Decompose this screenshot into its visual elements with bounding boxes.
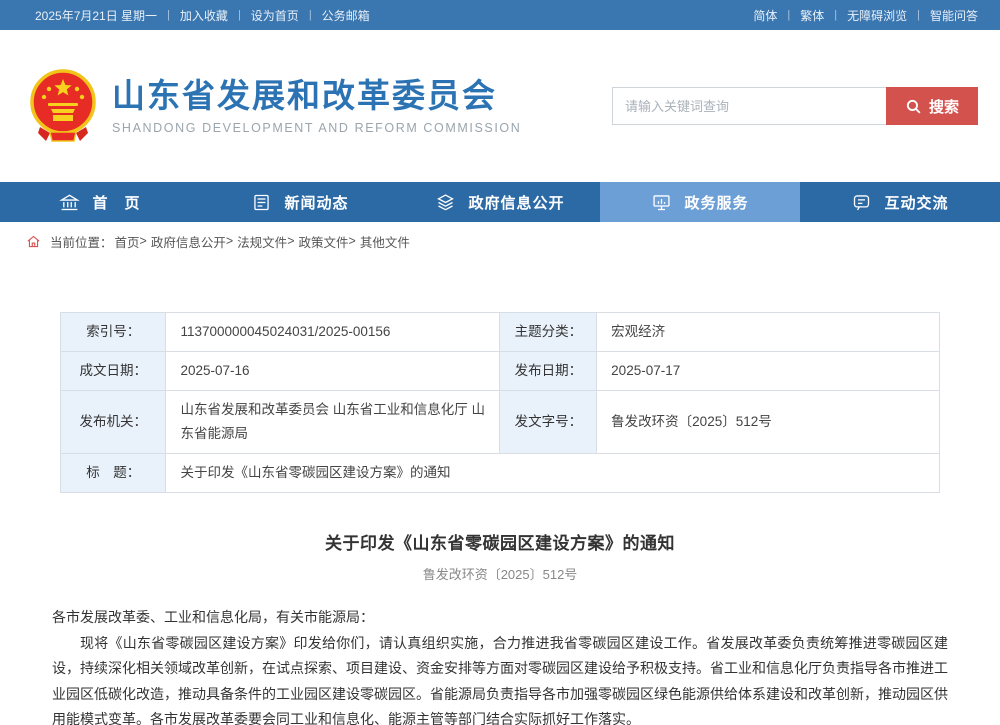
bank-icon	[59, 194, 81, 210]
breadcrumb-prefix: 当前位置：	[50, 235, 113, 250]
issuing-agency-value: 山东省发展和改革委员会 山东省工业和信息化厅 山东省能源局	[165, 390, 501, 454]
document-meta-table: 索引号： 113700000045024031/2025-00156 主题分类：…	[59, 312, 940, 493]
site-title-block: 山东省发展和改革委员会 SHANDONG DEVELOPMENT AND REF…	[112, 77, 521, 135]
main-nav: 首 页 新闻动态 政府信息公开 政务服务 互动交流	[0, 182, 1000, 222]
written-date-label: 成文日期：	[59, 351, 167, 391]
nav-item-gov-info[interactable]: 政府信息公开	[400, 182, 600, 222]
site-brand: 山东省发展和改革委员会 SHANDONG DEVELOPMENT AND REF…	[28, 69, 521, 143]
article-paragraph: 现将《山东省零碳园区建设方案》印发给你们，请认真组织实施，合力推进我省零碳园区建…	[52, 634, 948, 725]
topbar-right-group: 简体 | 繁体 | 无障碍浏览 | 智能问答	[753, 7, 978, 24]
breadcrumb-separator: >	[225, 234, 234, 248]
layers-icon	[437, 193, 455, 210]
news-icon	[254, 194, 270, 210]
nav-item-label: 新闻动态	[284, 194, 349, 212]
breadcrumb-item-other-files[interactable]: 其他文件	[359, 235, 410, 250]
topbar-left-group: 2025年7月21日 星期一 | 加入收藏 | 设为首页 | 公务邮箱	[35, 7, 370, 24]
breadcrumb-separator: >	[348, 234, 356, 248]
search-button[interactable]: 搜索	[886, 87, 978, 125]
table-row: 成文日期： 2025-07-16 发布日期： 2025-07-17	[59, 351, 940, 391]
traditional-chinese-link[interactable]: 繁体	[800, 8, 825, 23]
breadcrumb-item-home[interactable]: 首页	[114, 235, 140, 250]
search-icon	[906, 99, 921, 114]
publish-date-value: 2025-07-17	[596, 351, 940, 391]
nav-item-gov-services[interactable]: 政务服务	[600, 182, 800, 222]
issuing-agency-label: 发布机关：	[59, 390, 167, 454]
breadcrumb-separator: >	[139, 234, 147, 248]
separator: |	[308, 9, 312, 21]
monitor-icon	[653, 194, 671, 210]
breadcrumb-item-policy-files[interactable]: 政策文件	[298, 235, 349, 250]
table-row: 索引号： 113700000045024031/2025-00156 主题分类：…	[59, 312, 940, 352]
article-salutation: 各市发展改革委、工业和信息化局，有关市能源局：	[52, 609, 374, 625]
national-emblem-logo	[30, 69, 96, 142]
add-favorite-link[interactable]: 加入收藏	[179, 8, 228, 23]
doc-title-value: 关于印发《山东省零碳园区建设方案》的通知	[165, 453, 940, 493]
nav-item-label: 政务服务	[684, 194, 749, 212]
search-button-label: 搜索	[928, 98, 959, 116]
smart-qa-link[interactable]: 智能问答	[929, 8, 978, 23]
nav-item-label: 互动交流	[884, 194, 949, 212]
doc-number-value: 鲁发改环资〔2025〕512号	[596, 390, 940, 454]
separator: |	[167, 9, 170, 21]
set-homepage-link[interactable]: 设为首页	[250, 8, 299, 23]
breadcrumb-separator: >	[287, 234, 295, 248]
accessibility-link[interactable]: 无障碍浏览	[847, 8, 908, 23]
top-utility-bar: 2025年7月21日 星期一 | 加入收藏 | 设为首页 | 公务邮箱 简体 |…	[0, 0, 1000, 30]
topic-category-label: 主题分类：	[499, 312, 598, 352]
search-input[interactable]	[612, 87, 886, 125]
nav-item-home[interactable]: 首 页	[0, 182, 200, 222]
topic-category-value: 宏观经济	[596, 312, 940, 352]
doc-title-label: 标 题：	[59, 453, 167, 493]
table-row: 标 题： 关于印发《山东省零碳园区建设方案》的通知	[59, 453, 940, 493]
article-doc-number: 鲁发改环资〔2025〕512号	[422, 567, 578, 582]
doc-number-label: 发文字号：	[499, 390, 598, 454]
article-title: 关于印发《山东省零碳园区建设方案》的通知	[325, 534, 675, 553]
site-subtitle: SHANDONG DEVELOPMENT AND REFORM COMMISSI…	[112, 120, 522, 135]
breadcrumb-item-regulations[interactable]: 法规文件	[237, 235, 288, 250]
nav-item-label: 政府信息公开	[468, 194, 565, 212]
breadcrumb: 当前位置： 首页 > 政府信息公开 > 法规文件 > 政策文件 > 其他文件	[0, 222, 1000, 260]
home-icon	[27, 235, 40, 247]
separator: |	[787, 9, 791, 21]
current-date: 2025年7月21日 星期一	[35, 8, 158, 23]
nav-item-interaction[interactable]: 互动交流	[800, 182, 1000, 222]
site-search: 搜索	[612, 87, 978, 125]
written-date-value: 2025-07-16	[165, 351, 501, 391]
chat-icon	[854, 194, 870, 210]
simplified-chinese-link[interactable]: 简体	[753, 8, 778, 23]
official-mail-link[interactable]: 公务邮箱	[321, 8, 370, 23]
breadcrumb-item-gov-info[interactable]: 政府信息公开	[150, 235, 226, 250]
site-title: 山东省发展和改革委员会	[112, 77, 497, 115]
table-row: 发布机关： 山东省发展和改革委员会 山东省工业和信息化厅 山东省能源局 发文字号…	[59, 390, 940, 454]
separator: |	[237, 9, 241, 21]
publish-date-label: 发布日期：	[499, 351, 598, 391]
index-number-value: 113700000045024031/2025-00156	[165, 312, 501, 352]
nav-item-label: 首 页	[92, 194, 141, 212]
separator: |	[917, 9, 920, 21]
nav-item-news[interactable]: 新闻动态	[200, 182, 400, 222]
site-header: 山东省发展和改革委员会 SHANDONG DEVELOPMENT AND REF…	[0, 30, 1000, 182]
article-body: 各市发展改革委、工业和信息化局，有关市能源局： 现将《山东省零碳园区建设方案》印…	[52, 605, 948, 725]
index-number-label: 索引号：	[59, 312, 167, 352]
separator: |	[834, 9, 838, 21]
